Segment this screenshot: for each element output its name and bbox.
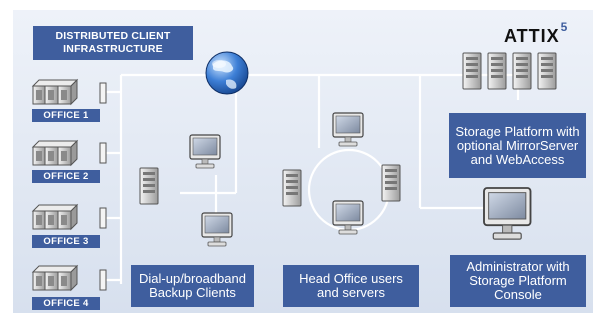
server-icon bbox=[537, 52, 557, 90]
server-icon bbox=[139, 167, 159, 205]
server-icon bbox=[381, 164, 401, 202]
office-label: OFFICE 1 bbox=[32, 109, 100, 122]
title-line-2: INFRASTRUCTURE bbox=[63, 43, 163, 55]
server-icon bbox=[282, 169, 302, 207]
switch-icon bbox=[99, 82, 107, 104]
diagram-title: DISTRIBUTED CLIENT INFRASTRUCTURE bbox=[33, 26, 193, 60]
dialup-clients-caption: Dial-up/broadband Backup Clients bbox=[131, 265, 254, 307]
server-icon bbox=[512, 52, 532, 90]
office-building-icon bbox=[32, 204, 78, 230]
office-building-icon bbox=[32, 265, 78, 291]
switch-icon bbox=[99, 207, 107, 229]
switch-icon bbox=[99, 142, 107, 164]
title-line-1: DISTRIBUTED CLIENT bbox=[55, 30, 171, 42]
head-office-caption: Head Office users and servers bbox=[283, 265, 419, 307]
server-icon bbox=[487, 52, 507, 90]
server-icon bbox=[462, 52, 482, 90]
switch-icon bbox=[99, 269, 107, 291]
globe-icon bbox=[205, 51, 249, 95]
office-label: OFFICE 4 bbox=[32, 297, 100, 310]
brand-logo: ATTIX5 bbox=[504, 20, 568, 47]
office-building-icon bbox=[32, 140, 78, 166]
office-label: OFFICE 2 bbox=[32, 170, 100, 183]
brand-superscript: 5 bbox=[560, 20, 569, 34]
brand-name: ATTIX bbox=[504, 26, 560, 46]
storage-platform-caption: Storage Platform with optional MirrorSer… bbox=[449, 113, 586, 178]
office-label: OFFICE 3 bbox=[32, 235, 100, 248]
office-building-icon bbox=[32, 79, 78, 105]
administrator-caption: Administrator with Storage Platform Cons… bbox=[450, 255, 586, 307]
